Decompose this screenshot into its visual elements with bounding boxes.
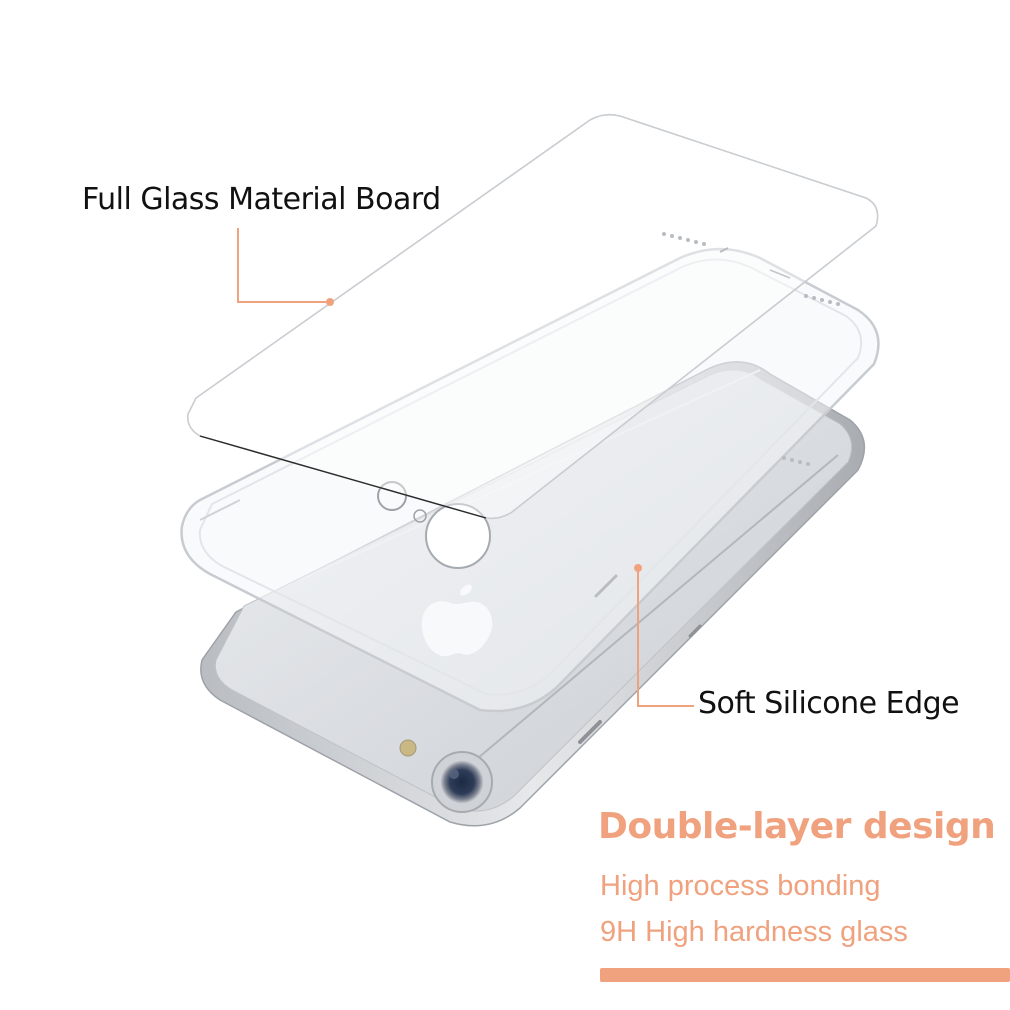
feature-headline: Double-layer design xyxy=(598,806,996,847)
glass-callout-line xyxy=(237,228,334,306)
feature-point: 9H High hardness glass xyxy=(600,916,908,948)
silicone-case xyxy=(180,247,880,713)
silicone-label: Soft Silicone Edge xyxy=(698,686,960,721)
glass-board xyxy=(186,113,879,520)
feature-point: High process bonding xyxy=(600,870,881,902)
camera-icon xyxy=(399,739,493,813)
glass-label: Full Glass Material Board xyxy=(82,182,441,217)
silicone-callout-line xyxy=(634,564,694,707)
accent-bar xyxy=(600,968,1010,982)
